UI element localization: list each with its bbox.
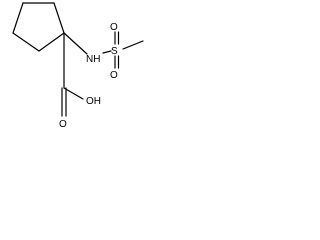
hydroxyl-label: OH xyxy=(86,96,101,107)
carboxyl-oh-bond xyxy=(63,87,84,100)
ring-bond xyxy=(12,32,40,52)
cyclopentane-ring xyxy=(12,2,65,52)
n-s-bond xyxy=(102,50,112,54)
ring-bond xyxy=(12,2,24,34)
s-methyl-bond xyxy=(122,40,144,50)
chemical-structure: NH S O O OH O xyxy=(12,2,144,130)
ring-bond xyxy=(38,32,65,52)
carbonyl-oxygen-label: O xyxy=(59,119,67,130)
oxygen-bottom-label: O xyxy=(110,70,118,81)
sulfur-label: S xyxy=(111,46,118,57)
nh-label: NH xyxy=(86,54,100,65)
c-n-bond xyxy=(63,32,88,55)
ring-bond xyxy=(53,2,65,34)
oxygen-top-label: O xyxy=(110,22,118,33)
